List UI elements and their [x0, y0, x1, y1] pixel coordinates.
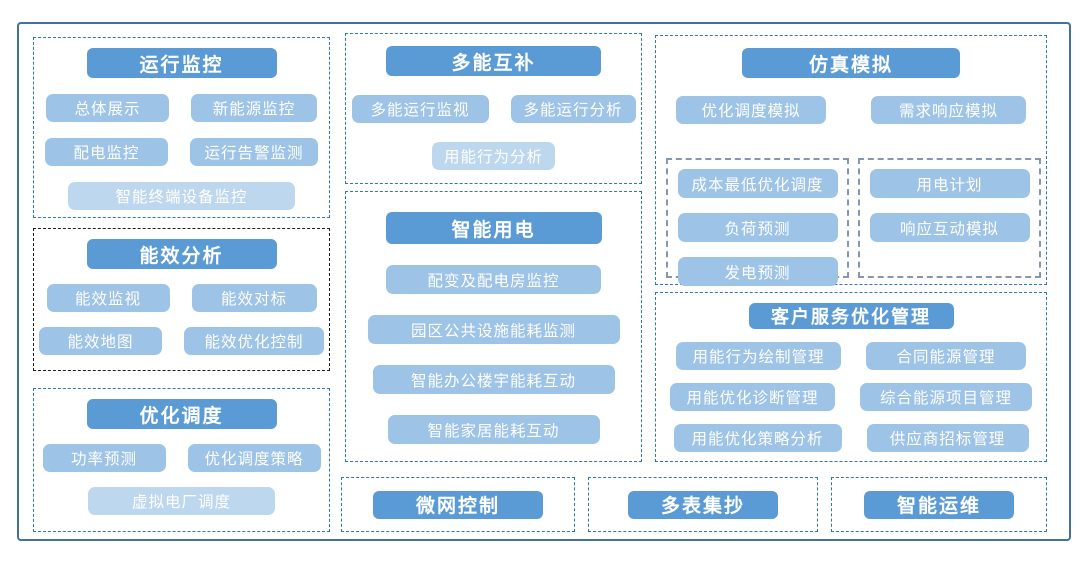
simulation-subgroup-right: 用电计划 响应互动模拟: [858, 158, 1041, 278]
module-item[interactable]: 能效对标: [191, 284, 317, 312]
module-item[interactable]: 用能优化策略分析: [673, 424, 842, 452]
group-operation-monitoring: 运行监控 总体展示 新能源监控 配电监控 运行告警监测 智能终端设备监控: [33, 37, 330, 218]
module-item[interactable]: 用能行为分析: [432, 142, 555, 170]
module-item[interactable]: 优化调度模拟: [676, 96, 826, 124]
outer-frame: [17, 22, 1071, 541]
energy-efficiency-header[interactable]: 能效分析: [86, 239, 277, 269]
module-item[interactable]: 用电计划: [869, 169, 1030, 198]
module-item[interactable]: 用能行为绘制管理: [676, 342, 841, 370]
multi-meter-reading-header[interactable]: 多表集抄: [628, 490, 778, 519]
button-row: 用能行为绘制管理 合同能源管理: [676, 342, 1026, 370]
module-item[interactable]: 供应商招标管理: [866, 424, 1029, 452]
button-row: 用能优化策略分析 供应商招标管理: [673, 424, 1029, 452]
button-row: 能效地图 能效优化控制: [39, 327, 324, 355]
module-item[interactable]: 多能运行监视: [351, 95, 489, 123]
module-item[interactable]: 响应互动模拟: [869, 213, 1030, 242]
module-item[interactable]: 负荷预测: [677, 213, 838, 242]
button-row: 功率预测 优化调度策略: [42, 444, 321, 472]
button-row: 虚拟电厂调度: [88, 487, 275, 515]
button-row: 多能运行监视 多能运行分析: [351, 95, 636, 123]
button-row: 用能行为分析: [432, 142, 555, 170]
module-item[interactable]: 合同能源管理: [866, 342, 1026, 370]
button-row: 总体展示 新能源监控: [46, 94, 317, 122]
simulation-header[interactable]: 仿真模拟: [742, 48, 960, 78]
customer-service-header[interactable]: 客户服务优化管理: [748, 303, 954, 329]
module-item[interactable]: 能效优化控制: [184, 327, 324, 355]
group-multi-meter-reading: 多表集抄: [588, 477, 818, 532]
group-microgrid-control: 微网控制: [341, 477, 575, 532]
group-smart-operation-maintenance: 智能运维: [831, 477, 1047, 532]
button-row: 用能优化诊断管理 综合能源项目管理: [670, 383, 1032, 411]
module-item[interactable]: 用能优化诊断管理: [670, 383, 835, 411]
group-optimal-dispatch: 优化调度 功率预测 优化调度策略 虚拟电厂调度: [33, 388, 330, 532]
simulation-subgroup-left: 成本最低优化调度 负荷预测 发电预测: [666, 158, 849, 286]
module-item[interactable]: 虚拟电厂调度: [88, 487, 275, 515]
module-item[interactable]: 园区公共设施能耗监测: [367, 315, 620, 344]
module-item[interactable]: 总体展示: [46, 94, 169, 122]
module-item[interactable]: 智能办公楼宇能耗互动: [372, 365, 615, 394]
smart-power-use-header[interactable]: 智能用电: [385, 212, 602, 244]
optimal-dispatch-header[interactable]: 优化调度: [86, 399, 277, 429]
microgrid-control-header[interactable]: 微网控制: [373, 490, 543, 519]
button-row: 优化调度模拟 需求响应模拟: [676, 96, 1026, 124]
operation-monitoring-header[interactable]: 运行监控: [86, 48, 277, 78]
multi-energy-header[interactable]: 多能互补: [386, 46, 601, 76]
module-item[interactable]: 综合能源项目管理: [860, 383, 1032, 411]
module-item[interactable]: 配变及配电房监控: [386, 265, 601, 294]
module-item[interactable]: 功率预测: [42, 444, 166, 472]
module-item[interactable]: 多能运行分析: [510, 95, 636, 123]
module-item[interactable]: 能效监视: [46, 284, 170, 312]
group-simulation: 仿真模拟 优化调度模拟 需求响应模拟 成本最低优化调度 负荷预测 发电预测 用电…: [655, 35, 1047, 286]
module-item[interactable]: 需求响应模拟: [871, 96, 1026, 124]
button-row: 智能终端设备监控: [68, 182, 295, 210]
smart-om-header[interactable]: 智能运维: [864, 490, 1014, 519]
module-item[interactable]: 成本最低优化调度: [677, 169, 838, 198]
module-item[interactable]: 智能家居能耗互动: [387, 415, 600, 444]
module-item[interactable]: 发电预测: [677, 257, 838, 286]
module-item[interactable]: 优化调度策略: [187, 444, 321, 472]
button-row: 配电监控 运行告警监测: [45, 138, 318, 166]
group-multi-energy-complementary: 多能互补 多能运行监视 多能运行分析 用能行为分析: [345, 33, 642, 184]
module-item[interactable]: 运行告警监测: [190, 138, 318, 166]
group-smart-power-use: 智能用电 配变及配电房监控 园区公共设施能耗监测 智能办公楼宇能耗互动 智能家居…: [345, 191, 642, 462]
button-row: 能效监视 能效对标: [46, 284, 317, 312]
module-item[interactable]: 智能终端设备监控: [68, 182, 295, 210]
module-item[interactable]: 配电监控: [45, 138, 168, 166]
module-item[interactable]: 能效地图: [39, 327, 162, 355]
group-customer-service-optimization: 客户服务优化管理 用能行为绘制管理 合同能源管理 用能优化诊断管理 综合能源项目…: [655, 292, 1047, 462]
module-item[interactable]: 新能源监控: [191, 94, 317, 122]
group-energy-efficiency-analysis: 能效分析 能效监视 能效对标 能效地图 能效优化控制: [33, 228, 330, 371]
